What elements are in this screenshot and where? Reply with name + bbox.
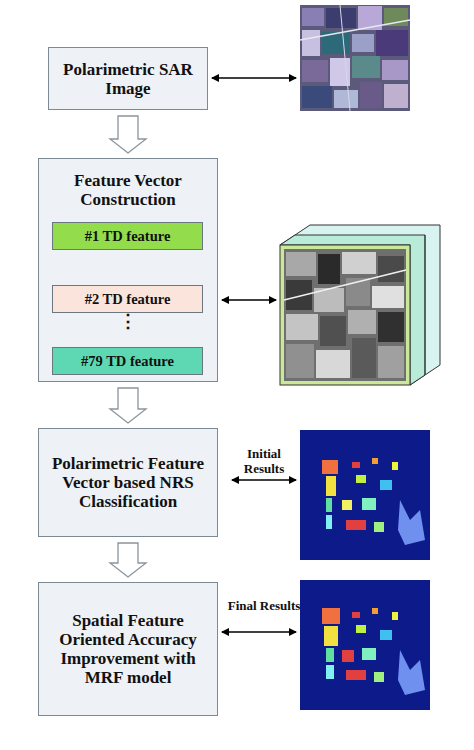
- box-text: Polarimetric SAR Image: [49, 60, 207, 98]
- leader-arrow: [232, 479, 296, 480]
- leader-arrow: [222, 631, 296, 632]
- block-arrow: [110, 543, 146, 577]
- classification-map: [300, 580, 430, 710]
- box-text: #79 TD feature: [75, 352, 180, 371]
- process-box: Polarimetric Feature Vector based NRS Cl…: [38, 428, 218, 537]
- ellipsis: ⋮: [108, 312, 148, 330]
- box-text: Spatial Feature Oriented Accuracy Improv…: [39, 611, 217, 687]
- process-box: Spatial Feature Oriented Accuracy Improv…: [38, 582, 218, 716]
- result-label: Initial Results: [226, 446, 302, 476]
- block-arrow: [110, 116, 146, 153]
- feature-cube: [280, 225, 440, 385]
- box-text: #1 TD feature: [79, 227, 177, 246]
- result-label: Final Results: [226, 598, 302, 613]
- feature-box: #79 TD feature: [52, 347, 203, 375]
- box-text: #2 TD feature: [79, 290, 177, 309]
- feature-box: #1 TD feature: [52, 222, 203, 250]
- feature-box: #2 TD feature: [52, 285, 203, 313]
- leader-arrow: [222, 299, 276, 300]
- process-box: Polarimetric SAR Image: [48, 47, 208, 110]
- leader-arrow: [212, 77, 296, 78]
- box-text: Feature Vector Construction: [39, 171, 217, 209]
- sar-image: [300, 5, 410, 111]
- block-arrow: [110, 388, 146, 423]
- group-box: Feature Vector Construction #1 TD feature…: [38, 158, 218, 382]
- classification-map: [300, 430, 430, 560]
- box-text: Polarimetric Feature Vector based NRS Cl…: [39, 454, 217, 511]
